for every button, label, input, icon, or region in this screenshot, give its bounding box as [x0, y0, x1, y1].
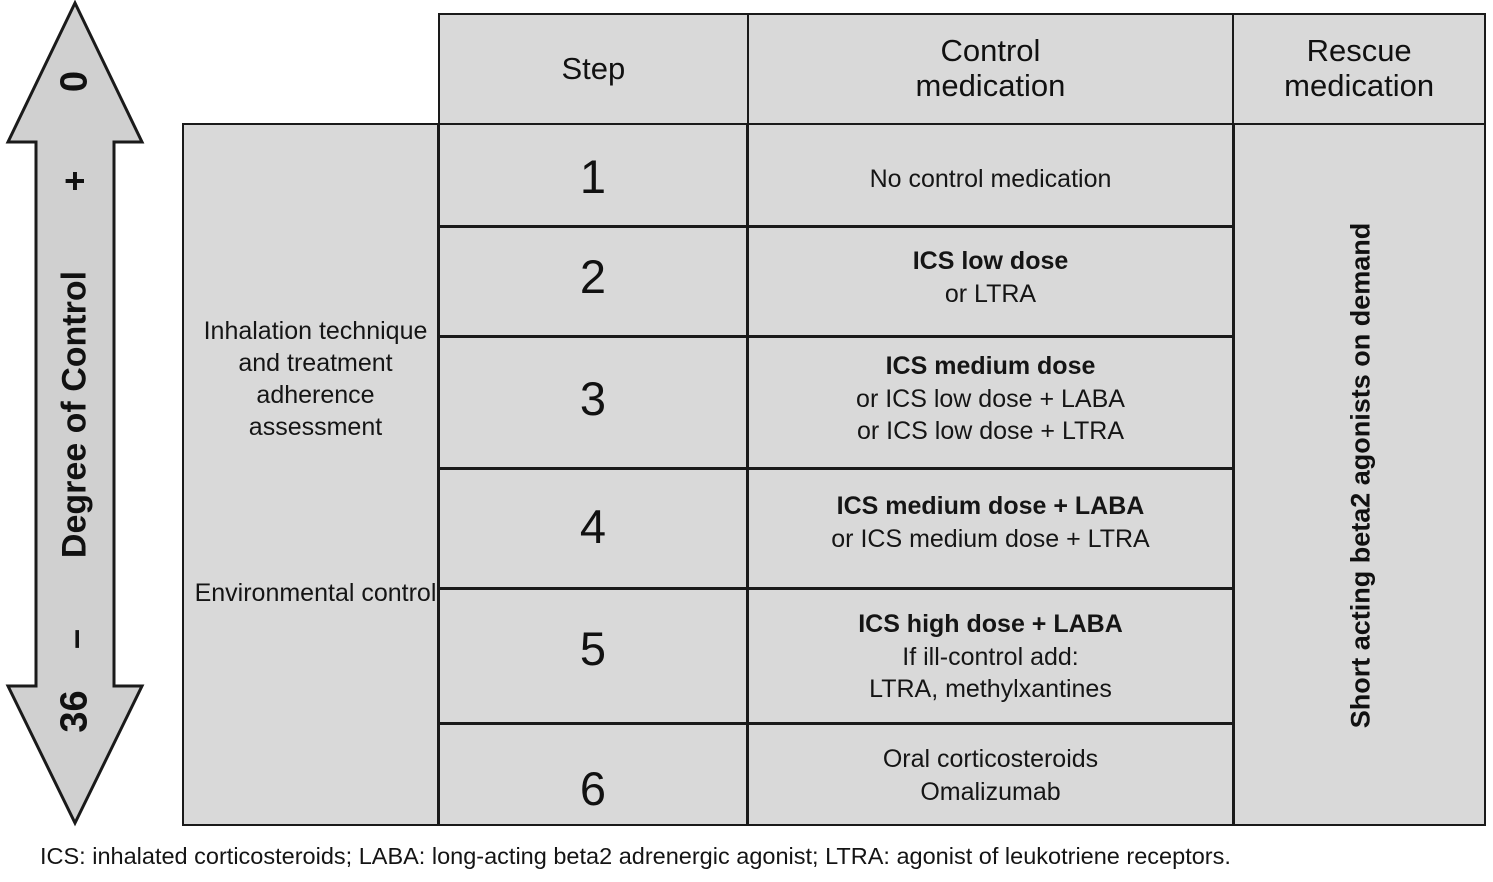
column-header-control-medication: Control medication [749, 15, 1235, 123]
control-medication-step-3: ICS medium dose or ICS low dose + LABA o… [749, 350, 1232, 448]
column-header-rescue-line2: medication [1284, 68, 1435, 103]
med-line: Oral corticosteroids [882, 745, 1099, 773]
row-divider-1-2 [437, 225, 1235, 228]
degree-of-control-arrow [4, 0, 146, 830]
figure-footnote: ICS: inhalated corticosteroids; LABA: lo… [40, 843, 1231, 869]
row-divider-2-3 [437, 335, 1235, 338]
row-divider-5-6 [437, 722, 1235, 725]
column-header-control-line2: medication [915, 68, 1066, 103]
column-header-step-label: Step [561, 50, 626, 86]
med-line-alt: or LTRA [944, 279, 1037, 308]
row-divider-4-5 [437, 587, 1235, 590]
step-number-2: 2 [579, 250, 607, 303]
med-line-alt: LTRA, methylxantines [869, 675, 1112, 703]
control-medication-step-4: ICS medium dose + LABA or ICS medium dos… [749, 490, 1232, 555]
table-body: Inhalation technique and treatment adher… [182, 123, 1486, 826]
treatment-step-table: Step Control medication Rescue medicatio… [182, 13, 1486, 826]
step-number-6: 6 [579, 762, 607, 815]
divider-step-control [746, 125, 749, 824]
med-line-primary: ICS medium dose [885, 352, 1096, 380]
arrow-polygon [5, 0, 145, 827]
column-header-control-line1: Control [940, 33, 1041, 69]
divider-control-rescue [1232, 125, 1235, 824]
management-note-inhalation-technique: Inhalation technique and treatment adher… [203, 317, 428, 441]
med-line-primary: ICS high dose + LABA [858, 610, 1123, 638]
divider-management-step [437, 125, 440, 824]
med-line-alt: or ICS low dose + LABA [856, 384, 1125, 413]
row-divider-3-4 [437, 467, 1235, 470]
med-line-primary: ICS medium dose + LABA [836, 492, 1145, 520]
control-medication-step-1: No control medication [749, 163, 1232, 196]
control-medication-step-2: ICS low dose or LTRA [749, 245, 1232, 310]
control-medication-step-5: ICS high dose + LABA If ill-control add:… [749, 608, 1232, 706]
column-header-step: Step [440, 15, 749, 123]
management-note-environmental-control: Environmental control [194, 579, 437, 607]
control-medication-step-6: Oral corticosteroids Omalizumab [749, 743, 1232, 808]
step-number-4: 4 [579, 500, 607, 553]
med-line-alt: or ICS medium dose + LTRA [831, 524, 1150, 553]
step-number-1: 1 [579, 150, 607, 203]
column-header-rescue-medication: Rescue medication [1234, 15, 1484, 123]
double-arrow-shape [5, 0, 145, 827]
table-header-row: Step Control medication Rescue medicatio… [438, 13, 1486, 123]
med-line-primary: ICS low dose [912, 247, 1069, 275]
med-line: Omalizumab [920, 777, 1061, 806]
med-line-alt: or ICS low dose + LTRA [856, 417, 1124, 445]
med-line-alt: If ill-control add: [902, 642, 1079, 671]
rescue-medication-cell: Short acting beta2 agonists on demand [1235, 125, 1486, 826]
med-line: No control medication [869, 165, 1112, 193]
column-header-rescue-line1: Rescue [1306, 33, 1412, 69]
step-number-5: 5 [579, 622, 607, 675]
step-number-3: 3 [579, 372, 607, 425]
rescue-medication-label: Short acting beta2 agonists on demand [1345, 222, 1376, 729]
